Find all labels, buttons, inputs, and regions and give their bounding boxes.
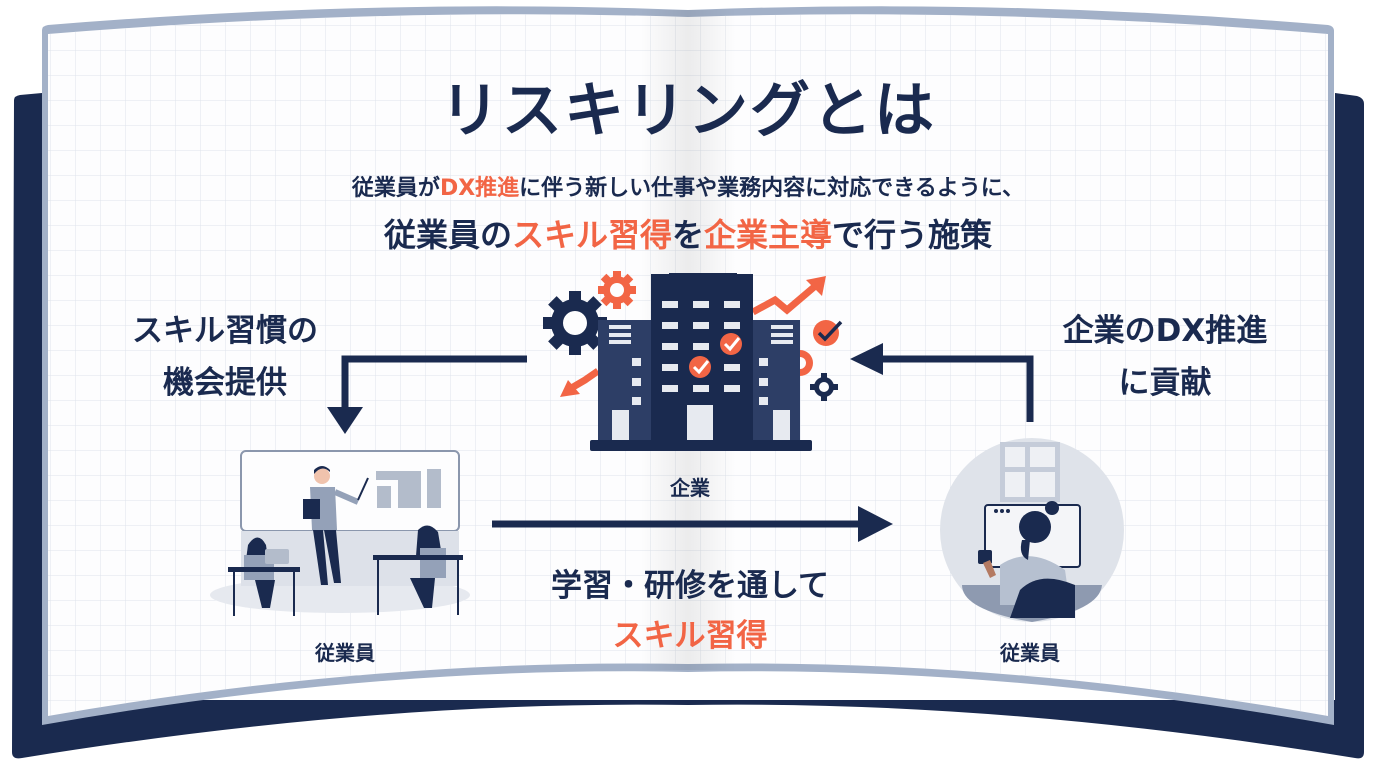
subtitle-accent-dx: DX推進 <box>439 176 520 201</box>
trend-arrow-icon <box>751 279 823 316</box>
right-label-line-2: に貢献 <box>1118 365 1212 401</box>
subtitle-accent-company-led: 企業主導 <box>704 216 833 254</box>
subtitle-text: 従業員の <box>383 216 512 254</box>
gear-icon <box>810 373 838 401</box>
subtitle-accent-skill: スキル習得 <box>511 216 672 254</box>
checkmark-icon <box>720 333 742 355</box>
subtitle-text: 従業員が <box>351 176 440 201</box>
classroom-training-illustration <box>210 450 470 616</box>
company-caption: 企業 <box>670 476 710 500</box>
left-label-line-2: 機会提供 <box>163 365 287 401</box>
subtitle-text: で行う施策 <box>832 216 993 254</box>
right-label-line-1: 企業のDX推進 <box>1062 313 1268 349</box>
subtitle-line-2: 従業員のスキル習得を企業主導で行う施策 <box>0 210 1376 256</box>
page-title: リスキリングとは <box>440 76 936 146</box>
gear-icon <box>543 291 607 355</box>
left-label-line-1: スキル習慣の <box>132 313 318 349</box>
right-label: 企業のDX推進 に貢献 <box>1040 305 1290 409</box>
arrow-training-to-worker <box>492 506 893 542</box>
checkmark-icon <box>689 356 711 378</box>
arrow-worker-to-company <box>850 343 1034 422</box>
subtitle-line-1: 従業員がDX推進に伴う新しい仕事や業務内容に対応できるように、 <box>0 170 1376 202</box>
checkmark-icon <box>813 320 843 346</box>
employee-right-caption: 従業員 <box>1000 641 1060 665</box>
employee-left-caption: 従業員 <box>315 641 375 665</box>
gear-icon <box>598 271 636 309</box>
left-label: スキル習慣の 機会提供 <box>95 305 355 409</box>
remote-worker-illustration <box>940 438 1124 622</box>
subtitle-text: を <box>671 216 704 254</box>
arrow-company-to-training <box>327 355 527 434</box>
subtitle-text: に伴う新しい仕事や業務内容に対応できるように、 <box>519 176 1025 201</box>
learning-label-line-2: スキル習得 <box>612 618 768 654</box>
learning-label-line-1: 学習・研修を通して <box>550 568 830 604</box>
